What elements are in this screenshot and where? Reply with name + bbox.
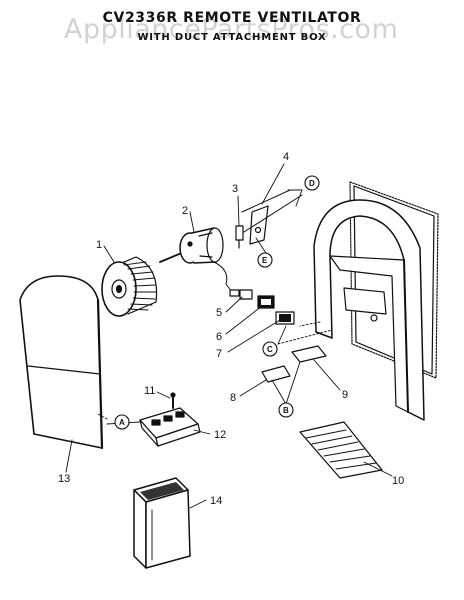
callout-d: D — [309, 179, 315, 188]
label-1: 1 — [96, 239, 102, 251]
label-14: 14 — [210, 495, 222, 507]
diagram-title: CV2336R REMOTE VENTILATOR — [102, 10, 362, 26]
label-2: 2 — [182, 205, 188, 217]
callout-circles: A B C D E — [114, 175, 320, 430]
diagram-subtitle: WITH DUCT ATTACHMENT BOX — [137, 32, 327, 43]
label-10: 10 — [392, 475, 404, 487]
leader-lines — [65, 163, 393, 509]
blower-wheel-1 — [101, 256, 158, 317]
callout-b: B — [283, 406, 289, 415]
bracket-3-4 — [235, 189, 303, 249]
label-13: 13 — [58, 473, 70, 485]
label-11: 11 — [144, 385, 155, 397]
label-12: 12 — [214, 429, 226, 441]
label-5: 5 — [216, 307, 222, 319]
label-7: 7 — [216, 348, 222, 360]
front-panel-13 — [19, 275, 104, 450]
label-6: 6 — [216, 331, 222, 343]
grille-10 — [299, 421, 383, 479]
callout-a: A — [119, 418, 125, 427]
label-4: 4 — [283, 151, 289, 163]
brackets-8-9 — [261, 345, 327, 383]
housing-shroud — [313, 181, 439, 421]
callout-c: C — [267, 345, 273, 354]
label-8: 8 — [230, 392, 236, 404]
part-number-labels: 1 2 3 4 5 6 7 8 9 10 11 12 13 14 — [58, 151, 404, 507]
small-parts-5-6-7 — [239, 289, 295, 325]
callout-e: E — [262, 256, 268, 265]
watermark-text: AppliancePartsPros.com — [64, 14, 399, 45]
terminal-box-12 — [139, 392, 201, 447]
label-9: 9 — [342, 389, 348, 401]
label-3: 3 — [232, 183, 238, 195]
duct-box-14 — [133, 477, 191, 569]
motor-2 — [159, 227, 240, 297]
